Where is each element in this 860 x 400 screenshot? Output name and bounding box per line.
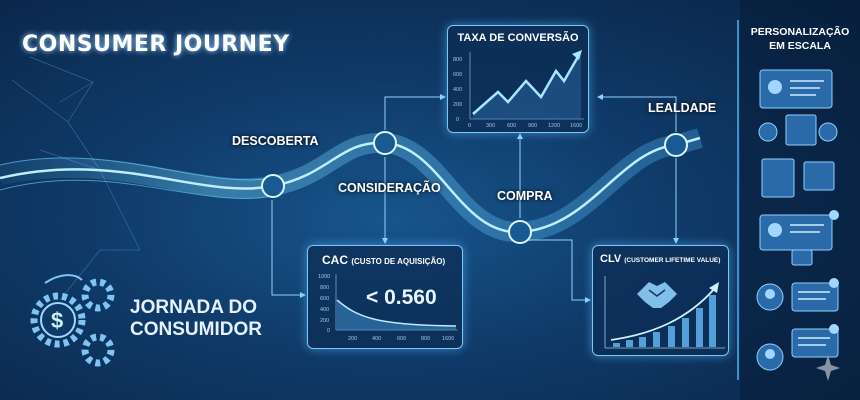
- y-tick: 600: [320, 296, 329, 302]
- clv-chart: [604, 276, 725, 349]
- dollar-icon: $: [51, 308, 63, 333]
- node-descoberta: [261, 174, 285, 198]
- apps-icon: [758, 122, 778, 142]
- stage-nodes: [261, 131, 688, 244]
- node-consideracao: [373, 131, 397, 155]
- y-tick: 400: [453, 87, 462, 93]
- y-tick: 0: [456, 117, 459, 123]
- x-tick: 400: [372, 336, 381, 342]
- network-lines: [11, 56, 141, 301]
- thumbs-up-icon: [791, 249, 813, 266]
- conversion-panel: TAXA DE CONVERSÃO 0 200 400 600 800 0 30…: [447, 25, 589, 133]
- mail-icon: [818, 122, 838, 142]
- arrow-up-icon: [572, 50, 582, 60]
- x-tick: 1600: [570, 123, 582, 129]
- clv-heading: CLV (CUSTOMER LIFETIME VALUE): [600, 253, 728, 265]
- clv-title-detail: (CUSTOMER LIFETIME VALUE): [624, 257, 721, 264]
- personalization-illustration: [756, 69, 840, 381]
- x-tick: 600: [507, 123, 516, 129]
- stage-label-compra: COMPRA: [497, 189, 553, 203]
- conversion-title: TAXA DE CONVERSÃO: [457, 32, 579, 44]
- stage-label-consideracao: CONSIDERAÇÃO: [338, 181, 441, 195]
- cac-title-detail: (CUSTO DE AQUISIÇÃO): [351, 257, 446, 266]
- sidebar-title-line1: PERSONALIZAÇÃO: [750, 26, 850, 38]
- sparkle-icon: [816, 355, 840, 381]
- profile-card-icon: [759, 69, 833, 109]
- conversion-chart: 0 200 400 600 800 0 300 600 900 1200 160…: [453, 50, 584, 129]
- y-tick: 600: [453, 72, 462, 78]
- x-tick: 800: [421, 336, 430, 342]
- stage-label-descoberta: DESCOBERTA: [232, 134, 319, 148]
- dashboard-icon: [785, 114, 817, 146]
- x-tick: 200: [348, 336, 357, 342]
- x-tick: 1600: [442, 336, 454, 342]
- cac-decay-curve: [336, 299, 457, 327]
- arrow-up-icon: [709, 282, 719, 293]
- y-tick: 800: [320, 285, 329, 291]
- x-tick: 1200: [548, 123, 560, 129]
- subtitle-text: JORNADA DO CONSUMIDOR: [130, 297, 262, 340]
- cac-panel: CAC (CUSTO DE AQUISIÇÃO) 1000 800 600 40…: [307, 245, 463, 349]
- subtitle: JORNADA DO CONSUMIDOR: [130, 297, 265, 341]
- conversion-x-ticks: 0 300 600 900 1200 1600: [468, 123, 582, 129]
- y-tick: 200: [453, 102, 462, 108]
- x-tick: 300: [486, 123, 495, 129]
- y-tick: 1000: [318, 274, 330, 280]
- cac-chart: 1000 800 600 400 200 0 200 400 600 800 1…: [318, 274, 458, 342]
- chat-bubble-icon: [791, 282, 839, 312]
- connector-arrows: [271, 94, 679, 303]
- stage-label-lealdade: LEALDADE: [648, 101, 717, 115]
- sidebar-title: PERSONALIZAÇÃO EM ESCALA: [740, 25, 860, 53]
- conversion-trend-line: [472, 54, 581, 115]
- gears-dollar-icon: $: [30, 274, 115, 367]
- y-tick: 800: [453, 57, 462, 63]
- clv-growth-line: [610, 287, 716, 341]
- chat-bubble-icon: [791, 328, 839, 358]
- y-tick: 200: [320, 318, 329, 324]
- y-tick: 0: [327, 328, 330, 334]
- page-title: CONSUMER JOURNEY: [22, 32, 290, 57]
- clv-panel: CLV (CUSTOMER LIFETIME VALUE): [592, 245, 729, 356]
- x-tick: 900: [528, 123, 537, 129]
- cac-value: < 0.560: [366, 286, 437, 309]
- node-compra: [508, 220, 532, 244]
- close-icon: [829, 210, 839, 220]
- conversion-y-ticks: 0 200 400 600 800: [453, 57, 462, 123]
- cac-heading: CAC (CUSTO DE AQUISIÇÃO): [322, 253, 462, 267]
- browser-icon: [761, 158, 795, 198]
- cac-title: CAC: [322, 253, 348, 267]
- x-tick: 600: [397, 336, 406, 342]
- x-tick: 0: [468, 123, 471, 129]
- y-tick: 400: [320, 307, 329, 313]
- close-icon: [829, 324, 839, 334]
- profile-window-icon: [803, 161, 835, 191]
- handshake-icon: [637, 282, 677, 308]
- close-icon: [829, 278, 839, 288]
- clv-bars: [613, 295, 716, 347]
- node-lealdade: [664, 133, 688, 157]
- clv-title: CLV: [600, 253, 622, 265]
- sidebar-title-line2: EM ESCALA: [769, 40, 831, 52]
